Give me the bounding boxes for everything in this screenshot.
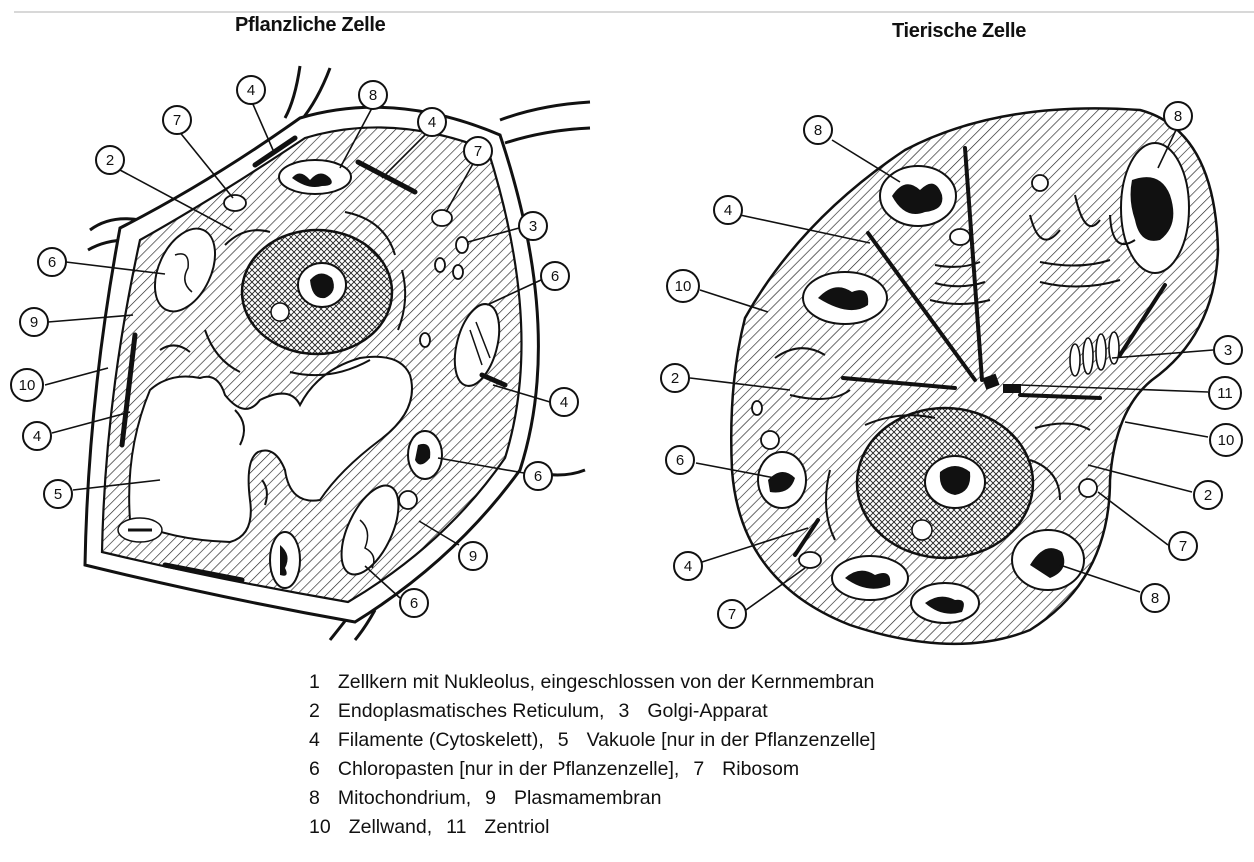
animal-callout-6: 6 (666, 446, 694, 474)
plant-nucleus (242, 230, 392, 354)
animal-callout-10b: 10 (1210, 424, 1242, 456)
svg-text:2: 2 (1204, 487, 1212, 504)
legend-number: 10 (309, 813, 331, 842)
svg-text:4: 4 (560, 394, 568, 411)
svg-text:6: 6 (676, 452, 684, 469)
svg-text:6: 6 (410, 595, 418, 612)
plant-callout-6b: 6 (541, 262, 569, 290)
plant-callout-2: 2 (96, 146, 124, 174)
svg-text:7: 7 (173, 112, 181, 129)
legend-text: Chloropasten [nur in der Pflanzenzelle], (338, 758, 679, 780)
svg-text:6: 6 (534, 468, 542, 485)
svg-text:11: 11 (1217, 385, 1233, 402)
legend-row: 10 Zellwand, 11 Zentriol (309, 813, 876, 842)
plant-callout-10: 10 (11, 369, 43, 401)
animal-callout-8c: 8 (1141, 584, 1169, 612)
plant-callout-4a: 4 (237, 76, 265, 104)
animal-callout-4a: 4 (714, 196, 742, 224)
svg-text:7: 7 (1179, 538, 1187, 555)
svg-text:3: 3 (1224, 342, 1232, 359)
legend-number: 9 (485, 784, 496, 813)
animal-callout-11: 11 (1209, 377, 1241, 409)
svg-text:10: 10 (675, 278, 692, 295)
legend-text: Endoplasmatisches Reticulum, (338, 700, 605, 722)
svg-text:4: 4 (247, 82, 255, 99)
svg-text:3: 3 (529, 218, 537, 235)
plant-callout-5: 5 (44, 480, 72, 508)
legend-number: 8 (309, 784, 320, 813)
plant-callout-7a: 7 (163, 106, 191, 134)
svg-text:2: 2 (106, 152, 114, 169)
svg-text:9: 9 (30, 314, 38, 331)
svg-text:2: 2 (671, 370, 679, 387)
animal-callout-2a: 2 (661, 364, 689, 392)
animal-cell (731, 108, 1218, 644)
svg-text:9: 9 (469, 548, 477, 565)
legend-number: 6 (309, 755, 320, 784)
legend-number: 11 (446, 813, 466, 842)
plant-callout-6c: 6 (524, 462, 552, 490)
svg-text:5: 5 (54, 486, 62, 503)
svg-text:7: 7 (474, 143, 482, 160)
legend-number: 7 (693, 755, 704, 784)
svg-text:4: 4 (33, 428, 41, 445)
svg-text:10: 10 (1218, 432, 1235, 449)
plant-callout-8: 8 (359, 81, 387, 109)
animal-nucleus (857, 408, 1033, 558)
plant-callout-6d: 6 (400, 589, 428, 617)
legend-number: 5 (558, 726, 569, 755)
animal-callout-3: 3 (1214, 336, 1242, 364)
legend-row: 8 Mitochondrium, 9 Plasmamembran (309, 784, 876, 813)
plant-callout-7b: 7 (464, 137, 492, 165)
animal-callout-2b: 2 (1194, 481, 1222, 509)
legend-text: Plasmamembran (514, 787, 661, 809)
plant-callout-4c: 4 (23, 422, 51, 450)
svg-text:8: 8 (1174, 108, 1182, 125)
animal-callout-8b: 8 (1164, 102, 1192, 130)
plant-callout-9a: 9 (20, 308, 48, 336)
legend: 1 Zellkern mit Nukleolus, eingeschlossen … (309, 668, 876, 842)
legend-number: 4 (309, 726, 320, 755)
legend-number: 3 (618, 697, 629, 726)
svg-text:4: 4 (684, 558, 692, 575)
legend-text: Filamente (Cytoskelett), (338, 729, 544, 751)
svg-text:4: 4 (428, 114, 436, 131)
svg-text:6: 6 (48, 254, 56, 271)
svg-text:4: 4 (724, 202, 732, 219)
legend-text: Mitochondrium, (338, 787, 471, 809)
legend-text: Vakuole [nur in der Pflanzenzelle] (587, 729, 876, 751)
legend-row: 6 Chloropasten [nur in der Pflanzenzelle]… (309, 755, 876, 784)
legend-number: 2 (309, 697, 320, 726)
animal-callout-7b: 7 (718, 600, 746, 628)
plant-callout-3: 3 (519, 212, 547, 240)
legend-row: 2 Endoplasmatisches Reticulum, 3 Golgi-Appa… (309, 697, 876, 726)
animal-callout-7a: 7 (1169, 532, 1197, 560)
svg-text:6: 6 (551, 268, 559, 285)
plant-callout-9b: 9 (459, 542, 487, 570)
plant-callout-4b: 4 (418, 108, 446, 136)
legend-row: 1 Zellkern mit Nukleolus, eingeschlossen … (309, 668, 876, 697)
plant-callout-6a: 6 (38, 248, 66, 276)
animal-callout-8a: 8 (804, 116, 832, 144)
animal-callout-10a: 10 (667, 270, 699, 302)
svg-text:8: 8 (814, 122, 822, 139)
svg-text:7: 7 (728, 606, 736, 623)
legend-text: Golgi-Apparat (647, 700, 767, 722)
legend-text: Ribosom (722, 758, 799, 780)
legend-text: Zellwand, (349, 816, 432, 838)
animal-callout-4b: 4 (674, 552, 702, 580)
svg-text:8: 8 (369, 87, 377, 104)
legend-text: Zellkern mit Nukleolus, eingeschlossen v… (338, 671, 875, 693)
legend-row: 4 Filamente (Cytoskelett), 5 Vakuole [nur i… (309, 726, 876, 755)
svg-text:10: 10 (19, 377, 36, 394)
legend-text: Zentriol (484, 816, 549, 838)
legend-number: 1 (309, 668, 320, 697)
plant-cell (85, 66, 590, 640)
plant-callout-4d: 4 (550, 388, 578, 416)
svg-text:8: 8 (1151, 590, 1159, 607)
